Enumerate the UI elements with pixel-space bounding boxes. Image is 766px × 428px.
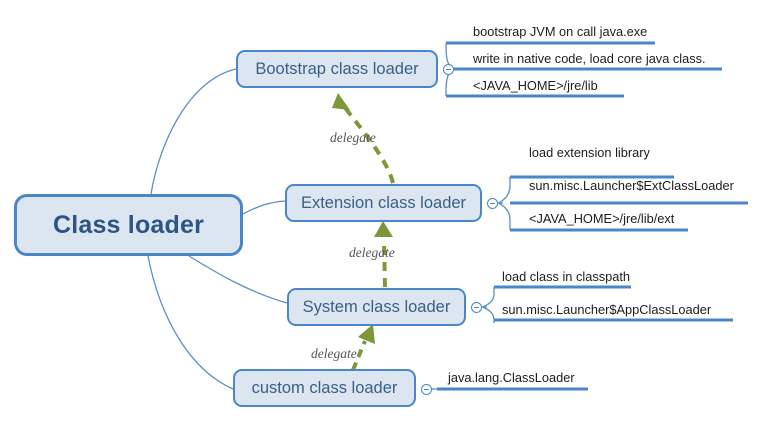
node-class-loader[interactable]: Class loader (14, 194, 243, 256)
node-system-class-loader[interactable]: System class loader (287, 288, 466, 326)
delegate-label-custom-system: delegate (311, 346, 357, 361)
node-system-class-loader-label: System class loader (302, 297, 451, 316)
node-bootstrap-class-loader[interactable]: Bootstrap class loader (236, 50, 438, 88)
leaf-extension-2[interactable]: <JAVA_HOME>/jre/lib/ext (529, 211, 675, 226)
leaf-bootstrap-0[interactable]: bootstrap JVM on call java.exe (473, 24, 648, 39)
collapse-toggle-custom-icon[interactable] (421, 384, 432, 395)
node-custom-class-loader[interactable]: custom class loader (233, 369, 416, 407)
collapse-toggle-bootstrap-icon[interactable] (443, 64, 454, 75)
delegate-arrow-system-extension (382, 240, 387, 288)
delegate-arrowhead-system (358, 324, 375, 344)
delegate-arrowhead-extension (374, 221, 393, 237)
node-bootstrap-class-loader-label: Bootstrap class loader (255, 59, 419, 78)
node-extension-class-loader[interactable]: Extension class loader (285, 184, 482, 222)
delegate-arrow-extension-bootstrap (341, 103, 395, 184)
leaf-extension-0[interactable]: load extension library (529, 145, 650, 160)
leaf-bootstrap-1[interactable]: write in native code, load core java cla… (473, 51, 706, 66)
delegate-label-extension-bootstrap: delegate (330, 130, 376, 145)
delegate-arrowhead-bootstrap (332, 93, 350, 110)
leaf-bootstrap-2[interactable]: <JAVA_HOME>/jre/lib (473, 78, 598, 93)
edge-root-custom (147, 255, 234, 390)
node-class-loader-label: Class loader (52, 210, 205, 239)
leaf-system-1[interactable]: sun.misc.Launcher$AppClassLoader (502, 302, 712, 317)
delegate-arrow-custom-system (351, 340, 367, 371)
collapse-toggle-system-icon[interactable] (471, 302, 482, 313)
edge-root-extension (242, 200, 286, 215)
node-extension-class-loader-label: Extension class loader (300, 193, 467, 212)
leaf-extension-1[interactable]: sun.misc.Launcher$ExtClassLoader (529, 178, 734, 193)
edge-root-bootstrap (150, 68, 237, 195)
node-custom-class-loader-label: custom class loader (251, 378, 398, 397)
collapse-toggle-extension-icon[interactable] (487, 198, 498, 209)
delegate-label-system-extension: delegate (349, 245, 395, 260)
edge-root-system (188, 255, 288, 304)
leaf-system-0[interactable]: load class in classpath (502, 269, 631, 284)
leaf-custom-0[interactable]: java.lang.ClassLoader (448, 370, 575, 385)
